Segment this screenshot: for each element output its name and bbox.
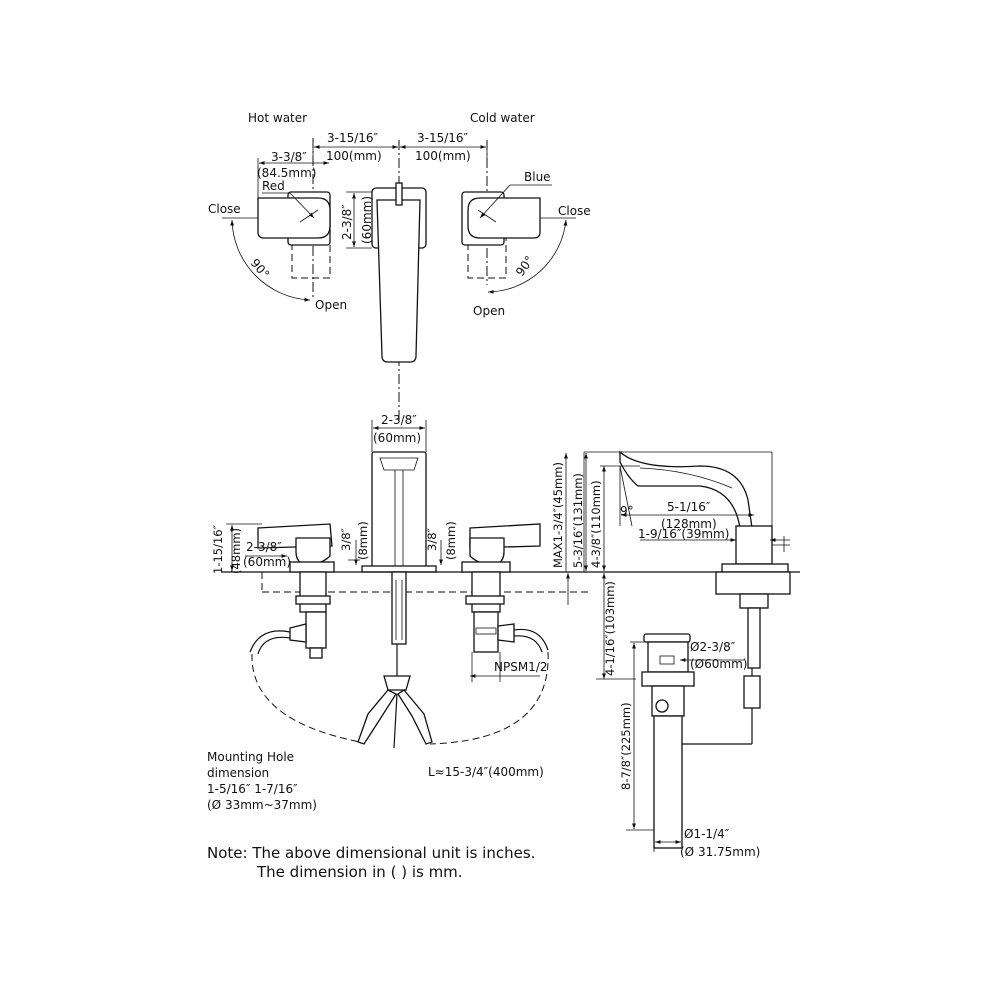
tail-dia-mm: (Ø 31.75mm) <box>680 845 760 859</box>
spout-front <box>361 451 437 573</box>
total-height: 5-3/16″(131mm) <box>571 473 585 568</box>
hot-handle-front <box>257 523 335 573</box>
handle-width-mm: (84.5mm) <box>257 166 316 180</box>
max-deck: MAX1-3/4″(45mm) <box>551 462 565 568</box>
spacing-right-mm: 100(mm) <box>415 149 471 163</box>
cold-water-label: Cold water <box>470 111 535 125</box>
thread-label: NPSM1/2 <box>494 660 548 674</box>
hot-handle-top <box>257 191 331 279</box>
front-view: 2-3/8″ (60mm) 1-15/16″ (48mm) 2-3/8″ (60… <box>207 413 800 812</box>
tilt-angle: 9° <box>620 504 634 518</box>
hot-valve-body <box>249 571 331 659</box>
note-line2: The dimension in ( ) is mm. <box>256 863 463 881</box>
esc-right-in: 3/8″ <box>425 527 439 551</box>
spacing-left-mm: 100(mm) <box>326 149 382 163</box>
hose-length: L≈15-3/4″(400mm) <box>428 765 544 779</box>
red-label: Red <box>262 179 285 193</box>
drain-head-in: Ø2-3/8″ <box>690 640 736 654</box>
cold-valve-body <box>465 571 549 653</box>
top-view: 3-15/16″ 100(mm) 3-15/16″ 100(mm) 3-3/8″… <box>208 111 591 420</box>
handle-base-in: 2-3/8″ <box>246 540 282 554</box>
open-right-label: Open <box>473 304 505 318</box>
angle-right: 90° <box>513 253 537 278</box>
mounting-range: 1-5/16″ 1-7/16″ <box>207 782 298 796</box>
below-deck: 4-1/16″(103mm) <box>603 581 617 676</box>
spacing-right-in: 3-15/16″ <box>417 131 469 145</box>
drain-assembly <box>641 633 761 849</box>
close-left-label: Close <box>208 202 241 216</box>
aerator-in: 1-9/16″(39mm) <box>638 527 729 541</box>
mounting-title: Mounting Hole <box>207 750 294 764</box>
spout-top <box>371 182 427 363</box>
spout-width-top-mm: (60mm) <box>360 196 374 244</box>
drain-head-mm: (Ø60mm) <box>690 657 747 671</box>
spout-height: 4-3/8″(110mm) <box>589 480 603 568</box>
handle-height-in: 1-15/16″ <box>211 524 225 574</box>
close-right-label: Close <box>558 204 591 218</box>
esc-right-mm: (8mm) <box>444 521 458 560</box>
cold-handle-front <box>461 523 541 573</box>
handle-base-mm: (60mm) <box>243 555 291 569</box>
handle-height-mm: (48mm) <box>229 528 243 574</box>
spacing-left-in: 3-15/16″ <box>327 131 379 145</box>
esc-left-in: 3/8″ <box>339 527 353 551</box>
reach-in: 5-1/16″ <box>667 500 711 514</box>
spout-shank <box>357 571 433 749</box>
tail-dia-in: Ø1-1/4″ <box>684 827 730 841</box>
blue-label: Blue <box>524 170 551 184</box>
handle-width-in: 3-3/8″ <box>271 150 307 164</box>
spout-base-mm: (60mm) <box>373 431 421 445</box>
hot-water-label: Hot water <box>248 111 307 125</box>
esc-left-mm: (8mm) <box>356 521 370 560</box>
spout-base-in: 2-3/8″ <box>381 413 417 427</box>
open-left-label: Open <box>315 298 347 312</box>
angle-left: 90° <box>248 256 272 281</box>
drain-length: 8-7/8″(225mm) <box>619 702 633 790</box>
spout-width-top-in: 2-3/8″ <box>340 204 354 240</box>
mounting-mm: (Ø 33mm~37mm) <box>207 798 317 812</box>
side-view: MAX1-3/4″(45mm) 5-3/16″(131mm) 4-3/8″(11… <box>551 450 791 859</box>
mounting-sub: dimension <box>207 766 269 780</box>
spout-side <box>584 450 791 669</box>
reach-mm: (128mm) <box>661 517 717 531</box>
note-line1: Note: The above dimensional unit is inch… <box>207 844 535 862</box>
